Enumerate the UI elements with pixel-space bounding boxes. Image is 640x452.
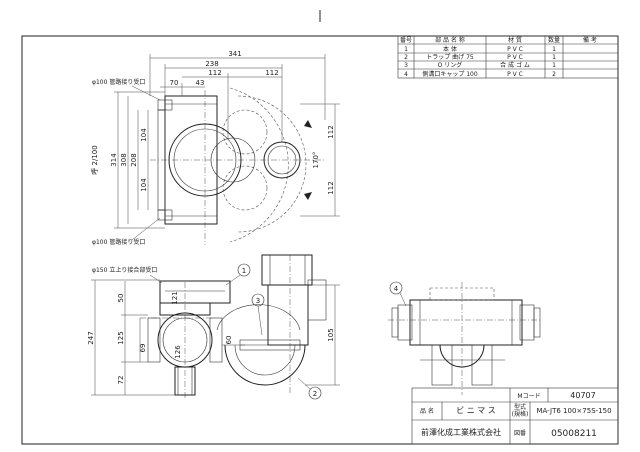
dim-247: 247 [87, 331, 95, 344]
table-header-no: 番号 [400, 37, 412, 44]
dim-112a: 112 [265, 69, 278, 77]
dim-50: 50 [117, 294, 125, 303]
drawing-label: 図番 [514, 430, 526, 437]
parts-table: 番号 部 品 名 称 材 質 数量 備 考 1 本 体 P V C 1 2 トラ… [397, 35, 619, 79]
balloon-2 [308, 386, 322, 400]
front-view: 247 50 125 72 69 121 126 60 105 φ150 立上り… [87, 254, 340, 400]
label-inlet-bottom: φ100 管路接り受口 [92, 238, 145, 246]
table-row-name: O リング [438, 61, 463, 69]
model-label-1: 型式 [514, 403, 526, 411]
top-view: 341 238 112 112 43 70 314 308 208 104 10… [90, 50, 340, 246]
table-header-qty: 数量 [548, 36, 560, 44]
mcode-label: Mコード [517, 393, 540, 400]
side-view: 4 [388, 281, 541, 395]
table-row-no: 2 [404, 54, 408, 61]
dim-112c: 112 [327, 125, 335, 138]
dim-angle: 170° [312, 152, 320, 169]
dim-238: 238 [205, 60, 218, 68]
dim-121: 121 [171, 291, 179, 304]
table-row-qty: 2 [552, 71, 556, 78]
balloon-3-label: 3 [256, 297, 260, 305]
table-header-name: 部 品 名 称 [435, 36, 465, 44]
table-row-name: 側溝口キャップ 100 [422, 70, 478, 78]
table-row-no: 3 [404, 62, 408, 69]
model-value: MA-JT6 100×75S-150 [536, 407, 611, 415]
table-header-material: 材 質 [508, 36, 522, 44]
table-row-qty: 1 [552, 54, 556, 61]
table-row-no: 1 [404, 46, 408, 53]
model-label-2: (規格) [512, 410, 529, 418]
dim-208: 208 [130, 153, 138, 166]
table-row-material: P V C [507, 46, 523, 53]
dim-112b: 112 [208, 69, 221, 77]
table-row-no: 4 [404, 71, 408, 78]
balloon-1-label: 1 [242, 267, 246, 275]
sheet-border [21, 35, 619, 445]
table-row-material: 合 成 ゴ ム [500, 61, 530, 69]
label-riser: φ150 立上り接合部受口 [92, 266, 157, 274]
table-row-qty: 1 [552, 62, 556, 69]
mcode-value: 40707 [570, 391, 595, 400]
dim-126: 126 [174, 345, 182, 359]
label-nominal: 呼 2/100 [90, 145, 99, 174]
table-row-qty: 1 [552, 46, 556, 53]
dim-112d: 112 [327, 181, 335, 194]
dim-72: 72 [117, 376, 125, 385]
dim-70: 70 [170, 79, 179, 87]
dim-104a: 104 [140, 128, 148, 142]
dim-43: 43 [196, 79, 205, 87]
title-block: Mコード 40707 品 名 ビ ニ マ ス 型式 (規格) MA-JT6 10… [411, 387, 619, 445]
dim-308: 308 [120, 153, 128, 166]
table-row-name: トラップ 曲げ 75 [426, 53, 474, 61]
balloon-1 [237, 263, 251, 277]
company-name: 前澤化成工業株式会社 [421, 427, 501, 437]
dim-341: 341 [228, 50, 241, 58]
name-label: 品 名 [420, 407, 434, 415]
label-inlet-top: φ100 管路接り受口 [92, 78, 145, 86]
dim-60: 60 [225, 336, 233, 345]
table-row-material: P V C [507, 71, 523, 78]
balloon-4-label: 4 [394, 285, 399, 293]
balloon-4 [389, 281, 403, 295]
dim-105: 105 [327, 328, 335, 341]
dim-125: 125 [117, 331, 125, 344]
dim-104b: 104 [140, 178, 148, 192]
dim-314: 314 [110, 153, 118, 167]
name-value: ビ ニ マ ス [456, 406, 496, 415]
dim-69: 69 [139, 344, 147, 353]
drawing-value: 05008211 [551, 429, 597, 439]
table-row-material: P V C [507, 54, 523, 61]
balloon-2-label: 2 [313, 390, 317, 398]
table-header-note: 備 考 [583, 36, 597, 44]
table-row-name: 本 体 [443, 45, 457, 53]
